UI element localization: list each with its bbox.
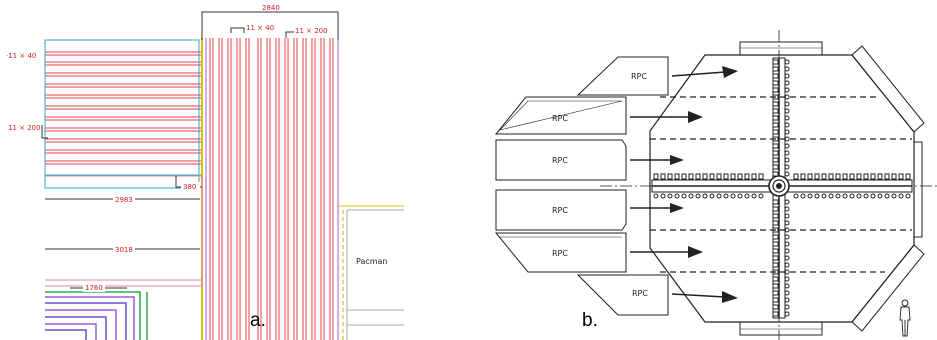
horizontal-strips [45,51,202,165]
dimension-11x200-top: 11 × 200 [285,27,328,38]
svg-text:RPC: RPC [552,249,568,258]
svg-text:2983: 2983 [115,196,133,204]
dimension-3018: 3018 [45,244,200,254]
svg-text:RPC: RPC [632,289,648,298]
svg-text:11 × 40: 11 × 40 [246,24,274,32]
rpc-block-5: RPC [494,232,627,273]
rpc-block-3: RPC [495,139,627,181]
dimension-11x200-left: 11 × 200 [8,124,48,139]
nested-layers [45,291,148,340]
vertical-strips [209,38,334,340]
panel-a-caption: a. [250,310,266,331]
panel-a: 2840 11 × 40 11 × 200 ·11 × 40 11 × 200 … [6,4,404,340]
rpc-block-1: RPC [576,56,669,96]
cyan-frame [44,39,200,189]
pacman-region: Pacman [338,205,404,340]
svg-text:11 × 200: 11 × 200 [8,124,41,132]
svg-text:RPC: RPC [631,72,647,81]
dimension-11x40-top: 11 × 40 [230,24,274,33]
svg-text:1760: 1760 [85,284,103,292]
rpc-block-6: RPC [576,274,669,316]
svg-text:3018: 3018 [115,246,133,254]
vertical-chamber-marks [772,59,790,317]
svg-text:RPC: RPC [552,206,568,215]
rpc-block-4: RPC [495,189,627,231]
svg-text:RPC: RPC [552,156,568,165]
rpc-block-2: RPC [494,96,627,135]
panel-b: RPC RPC RPC RPC RPC RPC [494,30,937,340]
dimension-2840: 2840 [201,4,339,40]
pacman-label: Pacman [356,257,388,266]
panel-b-caption: b. [582,310,598,331]
svg-text:RPC: RPC [552,114,568,123]
human-figure-icon [899,299,911,337]
dimension-2983: 2983 [45,194,200,204]
dimension-380: 380 [175,176,202,191]
horizontal-chamber-marks [653,173,911,199]
pink-frame [45,175,203,287]
dimension-1760: 1760 [70,283,127,292]
svg-text:380: 380 [183,183,196,191]
svg-text:2840: 2840 [262,4,280,12]
insertion-arrows [630,66,738,303]
dimension-11x40-left: ·11 × 40 [6,52,36,60]
svg-text:11 × 200: 11 × 200 [295,27,328,35]
